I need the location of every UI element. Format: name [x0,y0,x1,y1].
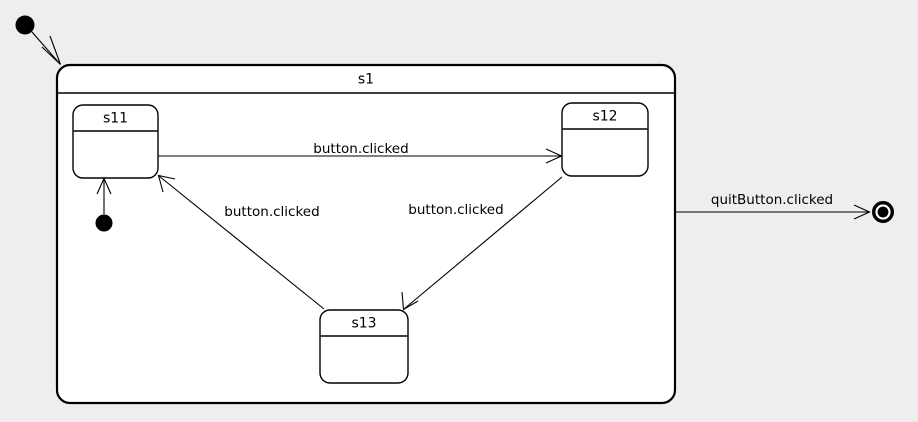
transition-s1-to-final-arrowhead [853,204,871,220]
transition-s12-to-s13[interactable]: button.clicked [401,176,563,311]
initial-state-inner-node[interactable] [95,214,113,232]
state-s11-label: s11 [103,111,128,127]
final-state[interactable] [872,200,895,223]
state-s11[interactable]: s11 [72,104,159,179]
initial-state-inner[interactable] [95,177,113,232]
transition-outer-initial-arrowhead [41,35,62,65]
transition-s11-to-s12-label: button.clicked [313,141,408,157]
state-s12-body[interactable] [561,102,649,177]
composite-state-s1-body[interactable] [55,63,677,405]
transition-s12-to-s13-line [403,176,563,310]
transition-s13-to-s11-label: button.clicked [224,204,319,220]
state-s12-label: s12 [592,109,617,125]
final-state-core [877,206,889,218]
state-s12[interactable]: s12 [561,102,649,177]
initial-state-outer[interactable] [15,15,62,65]
transition-inner-initial-arrowhead [96,177,112,195]
transition-outer-initial-line [31,31,61,65]
transition-s13-to-s11-line [158,175,325,310]
transition-s11-to-s12-arrowhead [545,148,563,164]
initial-state-outer-node[interactable] [15,15,35,35]
composite-state-s1[interactable]: s1 [55,63,677,405]
transition-s1-to-final-label: quitButton.clicked [711,192,833,208]
state-s13-body[interactable] [319,309,409,384]
composite-state-s1-label: s1 [358,72,374,88]
state-s13[interactable]: s13 [319,309,409,384]
transition-s12-to-s13-label: button.clicked [408,202,503,218]
transition-s13-to-s11-arrowhead [157,174,176,193]
transition-s11-to-s12[interactable]: button.clicked [158,141,563,164]
state-s11-body[interactable] [72,104,159,179]
transition-s12-to-s13-arrowhead [401,291,419,311]
transition-s1-to-final[interactable]: quitButton.clicked [676,192,871,220]
transition-s13-to-s11[interactable]: button.clicked [157,174,325,310]
state-s13-label: s13 [351,316,376,332]
